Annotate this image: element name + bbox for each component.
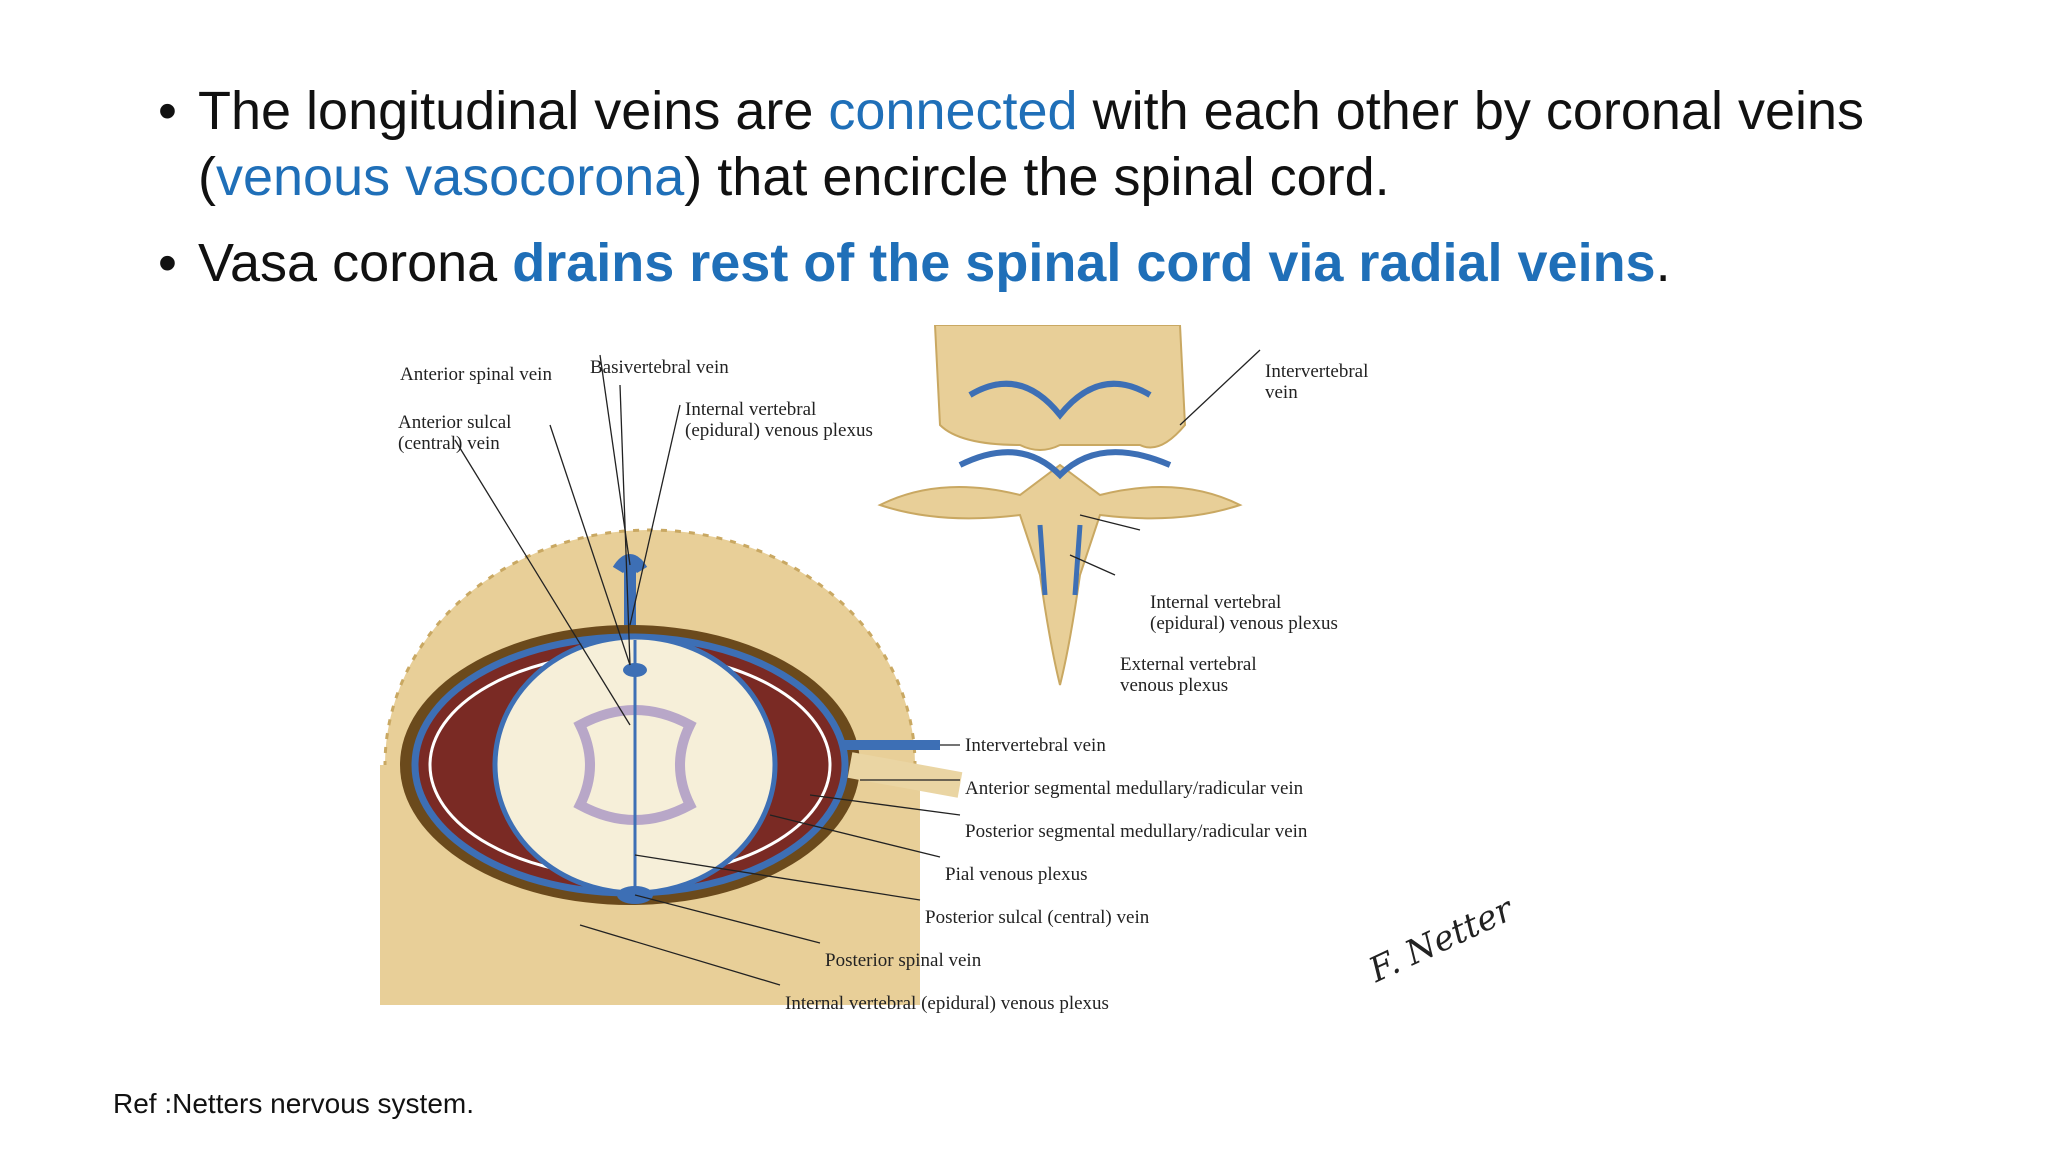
bullet-1-text-3: ) that encircle the spinal cord. <box>684 147 1390 207</box>
bullet-2-highlight-drains: drains rest of the spinal cord via radia… <box>512 233 1656 293</box>
label-external-plexus-1: External vertebral <box>1120 654 1257 675</box>
label-anterior-segmental: Anterior segmental medullary/radicular v… <box>965 778 1304 799</box>
label-anterior-sulcal-2: (central) vein <box>398 433 500 454</box>
bullet-1-text-2: with each other by coronal veins ( <box>198 81 1865 207</box>
label-internal-plexus-top-1: Internal vertebral <box>685 399 816 420</box>
nerve-root <box>847 752 963 798</box>
vertebra-view <box>877 325 1243 686</box>
vertebral-arch <box>877 463 1243 686</box>
bullet-2-text-1: Vasa corona <box>198 233 513 293</box>
bullet-1-text-1: The longitudinal veins are <box>198 81 829 141</box>
basivertebral-vein-mark <box>612 554 648 625</box>
leader-lines <box>454 349 1261 986</box>
label-basivertebral-vein: Basivertebral vein <box>590 357 729 378</box>
label-internal-plexus-right-1: Internal vertebral <box>1150 592 1281 613</box>
reference-text: Ref :Netters nervous system. <box>113 1088 475 1119</box>
label-posterior-sulcal: Posterior sulcal (central) vein <box>925 907 1150 928</box>
label-posterior-segmental: Posterior segmental medullary/radicular … <box>965 821 1308 842</box>
spinal-venous-illustration: Anterior spinal vein Basivertebral vein … <box>380 325 1521 1014</box>
label-pial-plexus: Pial venous plexus <box>945 864 1088 885</box>
bullet-item-1: The longitudinal veins are connected wit… <box>150 78 1990 210</box>
label-internal-plexus-top-2: (epidural) venous plexus <box>685 420 873 441</box>
bullet-1-highlight-connected: connected <box>828 81 1078 141</box>
label-anterior-spinal-vein: Anterior spinal vein <box>400 364 552 385</box>
vertebra-vein-3 <box>1037 524 1083 596</box>
label-intervertebral-vein: Intervertebral vein <box>965 735 1106 756</box>
vertebra-vein-1 <box>968 380 1152 420</box>
vertebral-body <box>933 325 1187 451</box>
netter-signature: F. Netter <box>1362 889 1520 991</box>
label-internal-plexus-bottom: Internal vertebral (epidural) venous ple… <box>785 993 1109 1014</box>
label-anterior-sulcal-1: Anterior sulcal <box>398 412 511 433</box>
gray-matter <box>573 705 697 825</box>
bullet-1-highlight-vasocorona: venous vasocorona <box>215 147 685 207</box>
cross-section <box>380 528 963 1005</box>
bullet-item-2: Vasa corona drains rest of the spinal co… <box>150 230 1990 296</box>
bullet-2-text-2: . <box>1655 233 1671 293</box>
label-posterior-spinal: Posterior spinal vein <box>825 950 982 971</box>
label-intervertebral-top-1: Intervertebral <box>1265 361 1368 382</box>
label-internal-plexus-right-2: (epidural) venous plexus <box>1150 613 1338 634</box>
vertebra-vein-2 <box>958 449 1172 480</box>
bullet-list: The longitudinal veins are connected wit… <box>150 78 1990 316</box>
label-external-plexus-2: venous plexus <box>1120 675 1228 696</box>
anterior-spinal-vein-mark <box>623 663 647 677</box>
label-intervertebral-top-2: vein <box>1265 382 1298 403</box>
